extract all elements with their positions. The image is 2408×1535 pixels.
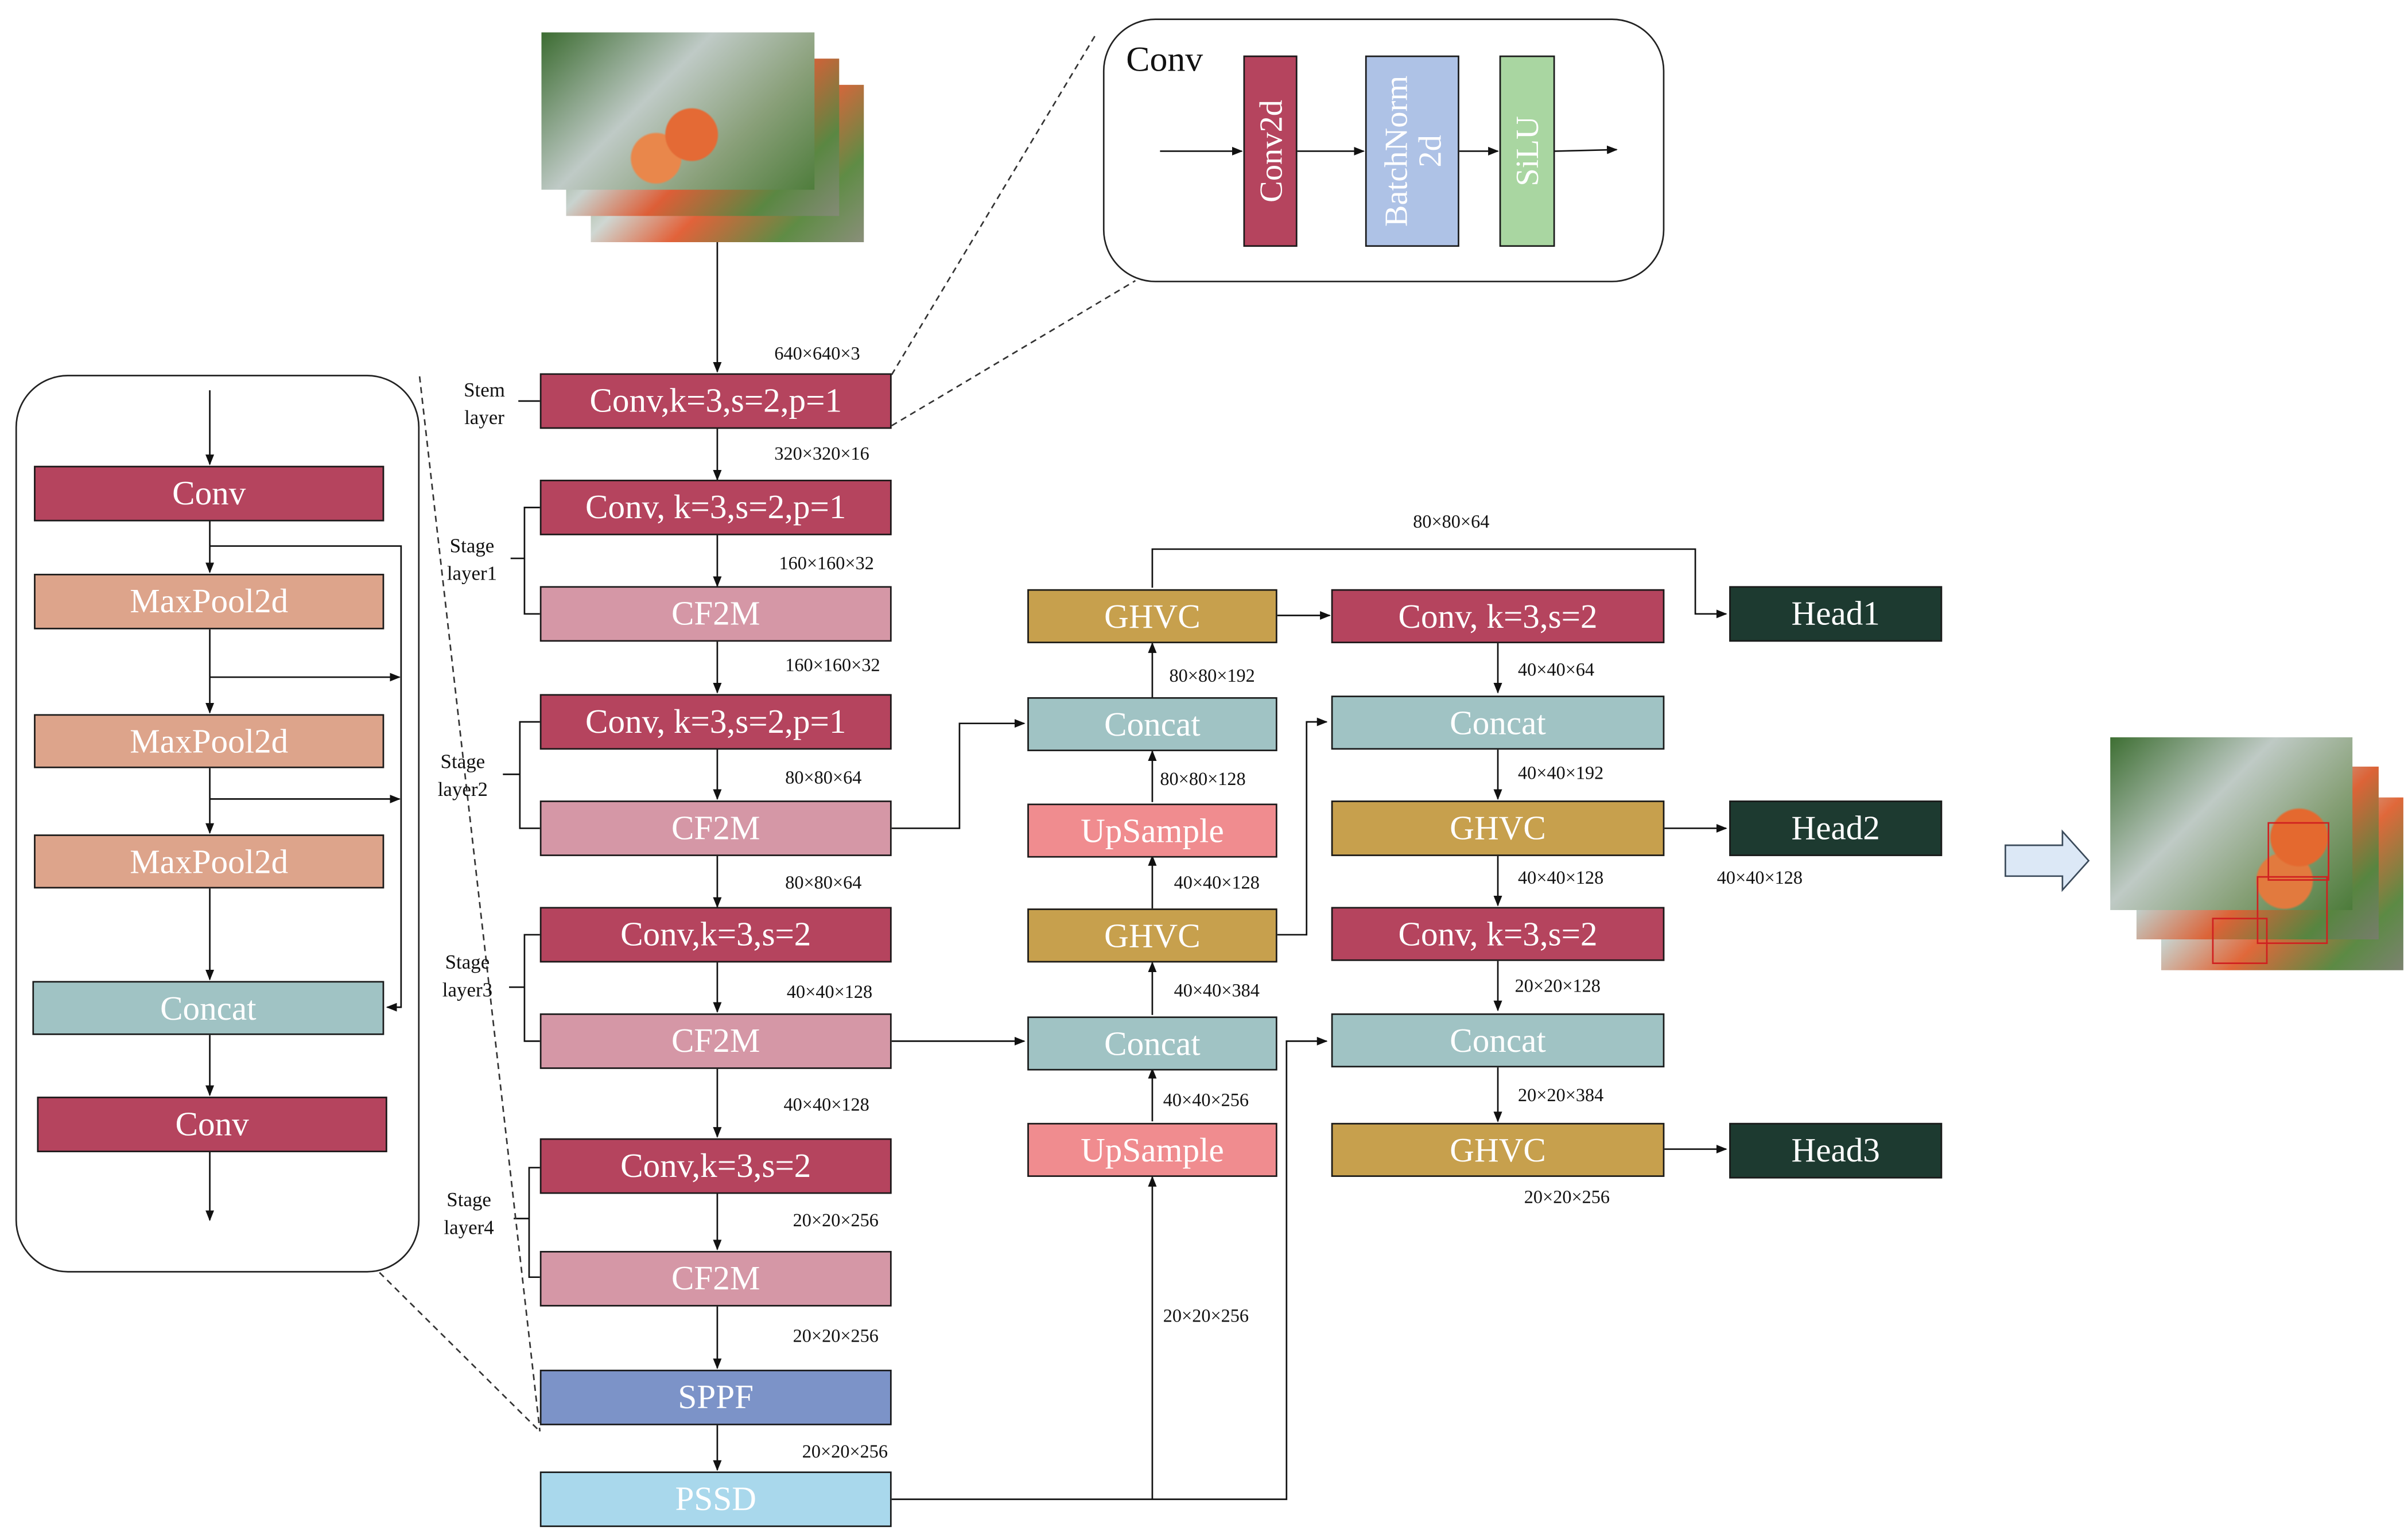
dim-right-ghvc-a: 40×40×128 [1517,866,1604,889]
stage4-label: Stage layer4 [444,1187,494,1238]
neck-concat-b: Concat [1331,1013,1665,1068]
stage3-cf2m-block: CF2M [539,1013,892,1069]
dim-neck-ghvc-top: 80×80×192 [1169,664,1255,687]
neck-ghvc-mid: GHVC [1027,908,1277,963]
cf2m-detail-concat: Concat [32,981,384,1035]
stage1-conv-block: Conv, k=3,s=2,p=1 [539,479,892,535]
dim-stage4-conv: 20×20×256 [793,1209,879,1231]
stem-layer-label: Stem layer [464,378,505,429]
dim-neck-ghvc-mid: 40×40×128 [1174,871,1260,893]
conv2d-block: Conv2d [1243,55,1298,247]
cf2m-detail-panel [15,375,420,1273]
dim-right-concat-a: 40×40×192 [1517,761,1604,784]
stage1-label: Stage layer1 [446,534,498,584]
head3-block: Head3 [1729,1122,1943,1179]
conv-detail-panel [1102,18,1665,282]
detection-box [2267,822,2329,881]
dim-stage3-cf2m: 40×40×128 [783,1093,869,1116]
cf2m-detail-conv-bottom: Conv [37,1097,387,1152]
head1-block: Head1 [1729,586,1943,642]
cf2m-detail-conv-top: Conv [34,465,384,522]
cf2m-detail-maxpool-1: MaxPool2d [34,573,384,629]
dim-input: 640×640×3 [774,342,860,364]
conv2d-label: Conv2d [1252,100,1289,203]
dim-top-route: 80×80×64 [1413,510,1490,533]
dim-stem: 320×320×16 [774,442,869,465]
neck-concat-lower: Concat [1027,1016,1277,1071]
neck-ghvc-b: GHVC [1331,1122,1665,1177]
dim-right-conv-a: 40×40×64 [1517,658,1595,681]
silu-block: SiLU [1499,55,1555,247]
dim-neck-upsample-upper: 80×80×128 [1160,768,1246,790]
silu-label: SiLU [1508,116,1546,186]
stage2-cf2m-block: CF2M [539,800,892,856]
batchnorm-label: BatchNorm2d [1376,75,1448,227]
stage4-cf2m-block: CF2M [539,1250,892,1307]
conv-detail-title: Conv [1126,40,1203,79]
stage3-label: Stage layer3 [442,950,493,1001]
pssd-block: PSSD [539,1471,892,1528]
stage3-conv-block: Conv,k=3,s=2 [539,907,892,963]
stage2-label: Stage layer2 [437,749,488,800]
detection-box [2256,876,2328,945]
dim-stage4-cf2m: 20×20×256 [793,1324,879,1347]
neck-conv-a: Conv, k=3,s=2 [1331,589,1665,643]
neck-upsample-upper: UpSample [1027,803,1277,858]
dim-sppf: 20×20×256 [802,1440,888,1463]
head2-block: Head2 [1729,800,1943,856]
cf2m-detail-maxpool-2: MaxPool2d [34,714,384,768]
input-image-1 [541,32,815,190]
dim-stage3-conv: 40×40×128 [786,981,873,1003]
neck-concat-a: Concat [1331,695,1665,750]
sppf-block: SPPF [539,1369,892,1425]
cf2m-detail-maxpool-3: MaxPool2d [34,834,384,889]
dim-stage1-conv: 160×160×32 [779,552,874,574]
dim-stage1-cf2m: 160×160×32 [785,654,880,676]
neck-ghvc-a: GHVC [1331,800,1665,856]
neck-concat-upper: Concat [1027,697,1277,752]
batchnorm-block: BatchNorm2d [1365,55,1459,247]
dim-neck-pssd: 20×20×256 [1163,1305,1249,1327]
dim-right-concat-b: 20×20×384 [1517,1084,1604,1106]
dim-head2: 40×40×128 [1716,866,1803,889]
neck-conv-b: Conv, k=3,s=2 [1331,907,1665,961]
stage1-cf2m-block: CF2M [539,586,892,642]
dim-neck-concat-lower: 40×40×384 [1174,979,1260,1001]
neck-ghvc-top: GHVC [1027,589,1277,643]
stage2-conv-block: Conv, k=3,s=2,p=1 [539,694,892,750]
stem-conv-block: Conv,k=3,s=2,p=1 [539,373,892,429]
dim-neck-upsample-lower: 40×40×256 [1163,1089,1249,1111]
dim-right-conv-b: 20×20×128 [1514,974,1601,997]
dim-right-ghvc-b: 20×20×256 [1524,1186,1610,1208]
dim-stage2-conv: 80×80×64 [785,766,862,788]
dim-stage2-cf2m: 80×80×64 [785,871,862,893]
stage4-conv-block: Conv,k=3,s=2 [539,1138,892,1194]
neck-upsample-lower: UpSample [1027,1122,1277,1177]
detection-box [2212,918,2268,964]
